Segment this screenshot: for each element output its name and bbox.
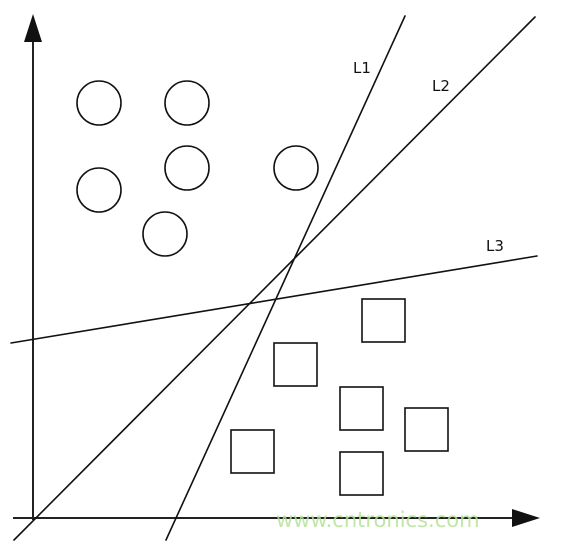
square-point — [339, 386, 384, 431]
circle-point — [164, 80, 210, 126]
square-point — [361, 298, 406, 343]
circle-class-group — [76, 80, 319, 257]
line-l3 — [10, 255, 538, 344]
square-class-group — [230, 298, 449, 496]
line-l2 — [13, 16, 536, 541]
circle-point — [142, 211, 188, 257]
circle-point — [76, 80, 122, 126]
line-label-l1: L1 — [353, 59, 371, 77]
square-point — [230, 429, 275, 474]
square-point — [339, 451, 384, 496]
x-axis-arrow-icon — [512, 509, 540, 527]
line-l1 — [165, 15, 406, 541]
line-label-l2: L2 — [432, 77, 450, 95]
line-label-l3: L3 — [486, 237, 504, 255]
circle-point — [273, 145, 319, 191]
circle-point — [164, 145, 210, 191]
square-point — [404, 407, 449, 452]
watermark-text: www.cntronics.com — [276, 508, 480, 532]
circle-point — [76, 167, 122, 213]
square-point — [273, 342, 318, 387]
y-axis-arrow-icon — [24, 14, 42, 42]
